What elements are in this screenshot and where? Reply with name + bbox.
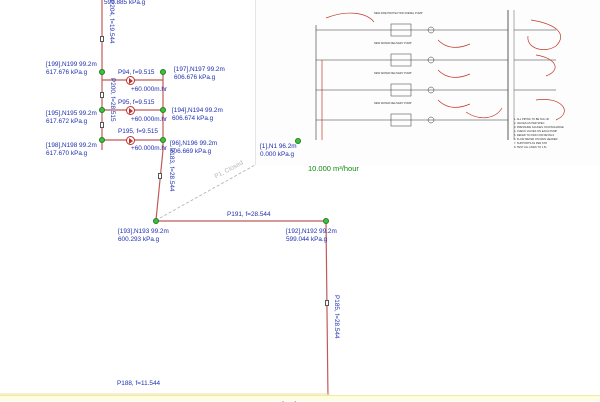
pipe-p183[interactable] [155, 149, 164, 221]
node-n198-id: [198],N198 99.2m [46, 142, 97, 149]
inlet-flow-label: 10.000 m³/hour [308, 164, 359, 173]
ref-note-5: 5. REFER TO P&ID FOR DETAILS [514, 134, 555, 137]
node-n192-pressure: 599.044 kPa.g [286, 236, 328, 243]
check-valve-icon[interactable] [158, 173, 162, 179]
node-n195-id: [195],N195 99.2m [46, 110, 97, 117]
check-valve-icon[interactable] [100, 92, 104, 98]
node-n192-id: [192],N192 99.2m [286, 228, 337, 235]
pump-p95-icon[interactable] [126, 106, 135, 115]
ref-label-2: NEW WATER DELIVERY PUMP [374, 42, 412, 45]
ref-label-3: NEW WATER DELIVERY PUMP [374, 72, 412, 75]
node-n199[interactable] [99, 69, 105, 75]
pump-p195-icon[interactable] [126, 136, 135, 145]
node-n193[interactable] [153, 218, 159, 224]
node-n197[interactable] [160, 69, 166, 75]
check-valve-icon[interactable] [100, 36, 104, 42]
pipe-label-p191: P191, f=28.544 [227, 211, 271, 218]
ref-note-4: 4. CHECK VALVES ON EACH PUMP [514, 130, 558, 133]
check-valve-icon[interactable] [100, 122, 104, 128]
node-n1[interactable] [295, 138, 301, 144]
node-n199-pressure: 617.676 kPa.g [46, 69, 88, 76]
node-n194-id: [194],N194 99.2m [172, 107, 223, 114]
ref-label-1: NEW FIRE PROTECTION DIESEL PUMP [374, 12, 423, 15]
pipe-p185[interactable] [325, 220, 329, 400]
node-n1-id: [1],N1 96.2m [260, 143, 297, 150]
pipe-label-p195: P195, f=9.515 [118, 128, 158, 135]
node-n195-pressure: 617.672 kPa.g [46, 118, 88, 125]
ref-note-3: 3. PRESSURE GAUGES ON DISCHARGE [514, 126, 564, 129]
reference-drawing-lines [315, 10, 565, 140]
pump-p94-icon[interactable] [126, 76, 135, 85]
pump-flow-label-3: +60.000m.hr [131, 145, 168, 152]
node-n196-pressure: 606.669 kPa.g [170, 148, 212, 155]
pipe-label-p183: P183, f=28.544 [168, 148, 175, 192]
node-n196[interactable] [160, 137, 166, 143]
node-n1-pressure: 0.000 kPa.g [260, 151, 295, 158]
node-n194-pressure: 606.674 kPa.g [172, 115, 214, 122]
ref-note-7: 7. SUPPORTS AS PER STD [514, 142, 548, 145]
ref-note-1: 1. ALL PIPING TO BE SCH 40 [514, 118, 549, 121]
node-n193-pressure: 600.293 kPa.g [118, 236, 160, 243]
pipe-label-p185: P185, f=28.544 [333, 295, 340, 339]
pipe-label-top-vertical: P204, f=19.544 [108, 0, 115, 44]
node-n194[interactable] [160, 107, 166, 113]
top-pressure-label: 599.885 kPa.g [104, 0, 146, 6]
node-n196-id: [96],N196 99.2m [170, 140, 218, 147]
ref-label-4: NEW WATER DELIVERY PUMP [374, 102, 412, 105]
node-n192[interactable] [323, 218, 329, 224]
node-n193-id: [193],N193 99.2m [118, 228, 169, 235]
node-n199-id: [199],N199 99.2m [46, 61, 97, 68]
pump-flow-label-2: +60.000m.hr [131, 116, 168, 123]
pipe-label-p95: P95, f=9.515 [118, 99, 155, 106]
pipe-label-p94: P94, f=9.515 [118, 69, 155, 76]
node-n195[interactable] [99, 107, 105, 113]
check-valve-icon[interactable] [325, 300, 329, 306]
ref-note-8: 8. TEST ALL LINES TO 1.5x [514, 146, 547, 149]
node-n197-id: [197],N197 99.2m [174, 66, 225, 73]
pipe-label-p188: P188, f=11.544 [117, 380, 161, 387]
bottom-band [0, 395, 600, 401]
reference-drawing: NEW FIRE PROTECTION DIESEL PUMP NEW WATE… [255, 0, 600, 165]
ref-note-6: 6. FLOW METER ON MAIN HEADER [514, 138, 558, 141]
pipe-label-left-lower-vertical: P200, f=28.515 [109, 78, 116, 122]
node-n197-pressure: 606.676 kPa.g [174, 74, 216, 81]
pump-flow-label-1: +60.000m.hr [131, 86, 168, 93]
node-n198[interactable] [99, 137, 105, 143]
ref-note-2: 2. VALVES AS PER SPEC [514, 122, 545, 125]
node-n198-pressure: 617.670 kPa.g [46, 150, 88, 157]
